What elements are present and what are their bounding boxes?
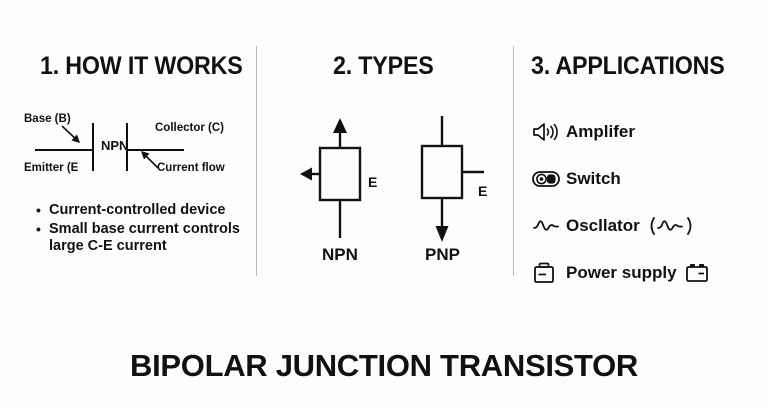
- pnp-symbol-caption: PNP: [425, 245, 460, 264]
- device-type-label: NPN: [101, 138, 129, 153]
- application-label: Power supply: [566, 262, 677, 282]
- collector-lead-line: [126, 149, 184, 151]
- emitter-lead-line: [35, 149, 93, 151]
- npn-symbol-caption: NPN: [322, 245, 358, 264]
- list-item-power-supply: Power supply: [532, 249, 764, 296]
- list-item-oscillator: Oscllator: [532, 202, 764, 249]
- pnp-terminal-label: E: [478, 183, 488, 199]
- how-it-works-bullet-list: • Current-controlled device • Small base…: [36, 202, 251, 257]
- npn-transistor-symbol: [300, 118, 362, 238]
- npn-junction-diagram: Base (B) Emitter (E Collector (C) Curren…: [0, 105, 250, 195]
- sine-wave-icon: [532, 218, 562, 234]
- bullet-marker: •: [36, 202, 41, 218]
- toggle-switch-icon: [532, 170, 562, 188]
- sine-wave-parenthesized-icon: [647, 216, 699, 235]
- list-item: • Current-controlled device: [36, 202, 251, 219]
- arrow-up-left-icon: [141, 151, 159, 169]
- speaker-icon: [532, 122, 562, 142]
- section-heading-how-it-works: 1. HOW IT WORKS: [40, 52, 243, 80]
- battery-icon: [532, 261, 562, 285]
- bullet-text: Small base current controls large C-E cu…: [49, 221, 240, 254]
- application-label: Oscllator: [566, 215, 640, 235]
- current-flow-label: Current flow: [157, 162, 225, 174]
- list-item-switch: Switch: [532, 155, 764, 202]
- bullet-marker: •: [36, 221, 41, 237]
- emitter-terminal-label: Emitter (E: [24, 162, 79, 174]
- junction-bar-right: [126, 123, 128, 171]
- section-heading-types: 2. TYPES: [333, 52, 434, 80]
- bullet-text: Current-controlled device: [49, 202, 226, 218]
- pnp-transistor-symbol: [420, 116, 484, 242]
- npn-terminal-label: E: [368, 174, 378, 190]
- arrow-down-right-icon: [61, 125, 80, 143]
- application-label: Amplifer: [566, 121, 635, 141]
- applications-list: Amplifer Switch Oscllator: [532, 108, 764, 296]
- column-divider-1: [256, 46, 257, 276]
- page-title: BIPOLAR JUNCTION TRANSISTOR: [129, 348, 639, 383]
- collector-terminal-label: Collector (C): [155, 122, 224, 134]
- junction-bar-left: [92, 123, 94, 171]
- application-label: Switch: [566, 168, 621, 188]
- list-item-amplifier: Amplifer: [532, 108, 764, 155]
- battery-icon: [684, 261, 710, 285]
- column-divider-2: [513, 46, 514, 276]
- list-item: • Small base current controls large C-E …: [36, 221, 251, 255]
- base-terminal-label: Base (B): [24, 113, 71, 125]
- section-heading-applications: 3. APPLICATIONS: [531, 52, 725, 80]
